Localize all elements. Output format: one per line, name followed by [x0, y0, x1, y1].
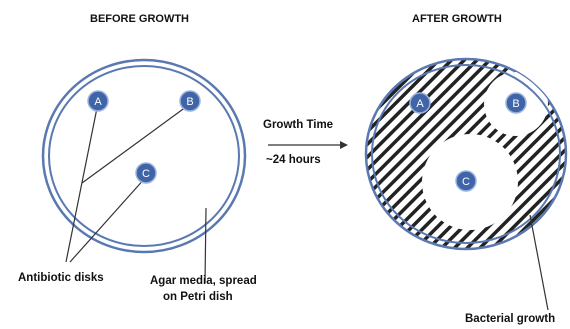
disk-c-label: C [142, 168, 150, 180]
disk-a-label: A [94, 96, 102, 108]
disk-b-before: B [179, 90, 201, 112]
agar-media-label-line1: Agar media, spread [150, 275, 257, 287]
duration-label: ~24 hours [266, 154, 321, 166]
disk-b-label: B [186, 96, 193, 108]
disk-c-before: C [135, 162, 157, 184]
growth-arrow [268, 141, 348, 149]
disk-a-before: A [87, 90, 109, 112]
disk-c-after-label: C [462, 176, 470, 188]
after-growth-title: AFTER GROWTH [412, 13, 502, 25]
disk-b-after-label: B [512, 98, 519, 110]
before-growth-title: BEFORE GROWTH [90, 13, 189, 25]
disk-a-after-label: A [416, 98, 424, 110]
growth-time-label: Growth Time [263, 119, 333, 131]
petri-dish-after [364, 57, 568, 251]
antibiotic-disks-label: Antibiotic disks [18, 272, 104, 284]
pointer-line-after [529, 214, 549, 311]
pointer-lines-before [65, 102, 207, 284]
disk-c-after: C [455, 170, 477, 192]
disk-b-after: B [505, 92, 527, 114]
bacterial-growth-label: Bacterial growth [465, 313, 555, 325]
agar-media-label-line2: on Petri dish [163, 291, 233, 303]
disk-a-after: A [409, 92, 431, 114]
